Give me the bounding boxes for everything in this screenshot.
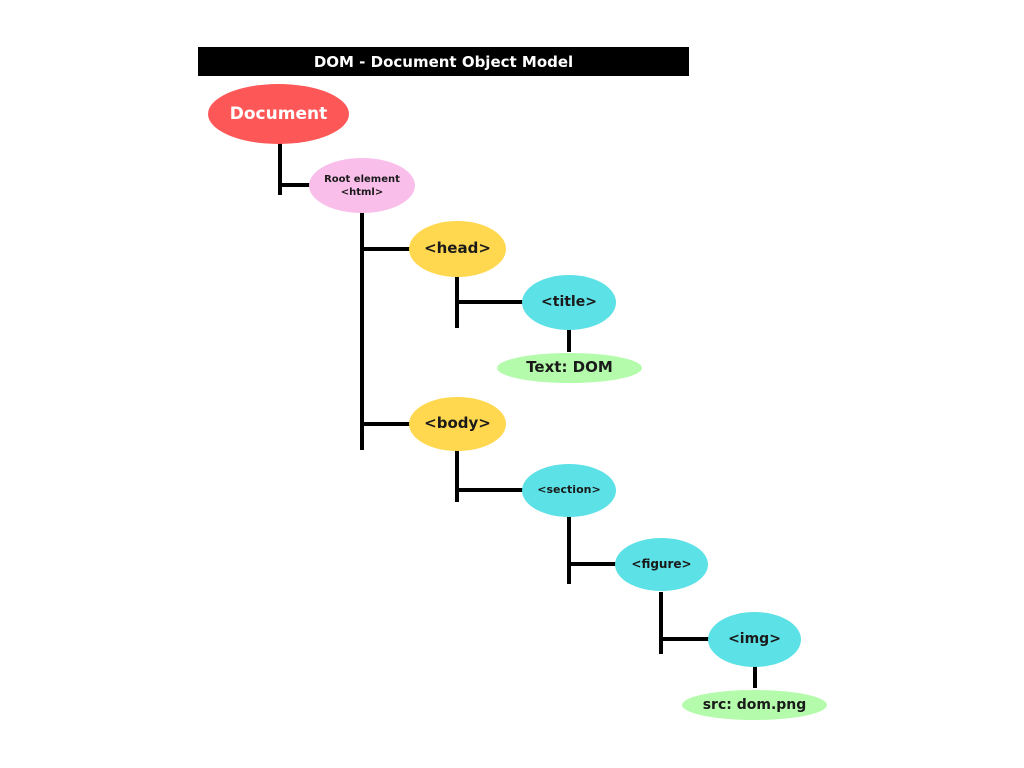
node-document-label: Document [229,103,328,124]
node-document: Document [208,84,349,144]
node-section: <section> [522,464,616,517]
node-title: <title> [522,275,616,330]
node-head-label: <head> [424,239,491,258]
diagram-title: DOM - Document Object Model [198,47,689,76]
node-text-dom: Text: DOM [497,353,642,383]
node-title-label: <title> [541,294,597,311]
node-img: <img> [708,612,801,667]
node-text-dom-label: Text: DOM [526,358,613,377]
node-root-line2: <html> [340,186,384,198]
node-root-line1: Root element [324,173,400,185]
node-src: src: dom.png [682,690,827,720]
node-root-element: Root element <html> [309,158,415,213]
node-figure: <figure> [615,538,708,591]
node-body-label: <body> [424,414,491,433]
node-figure-label: <figure> [631,556,692,571]
node-head: <head> [409,221,506,277]
node-body: <body> [409,397,506,451]
node-img-label: <img> [728,631,781,648]
node-section-label: <section> [537,483,601,497]
node-src-label: src: dom.png [702,696,807,713]
